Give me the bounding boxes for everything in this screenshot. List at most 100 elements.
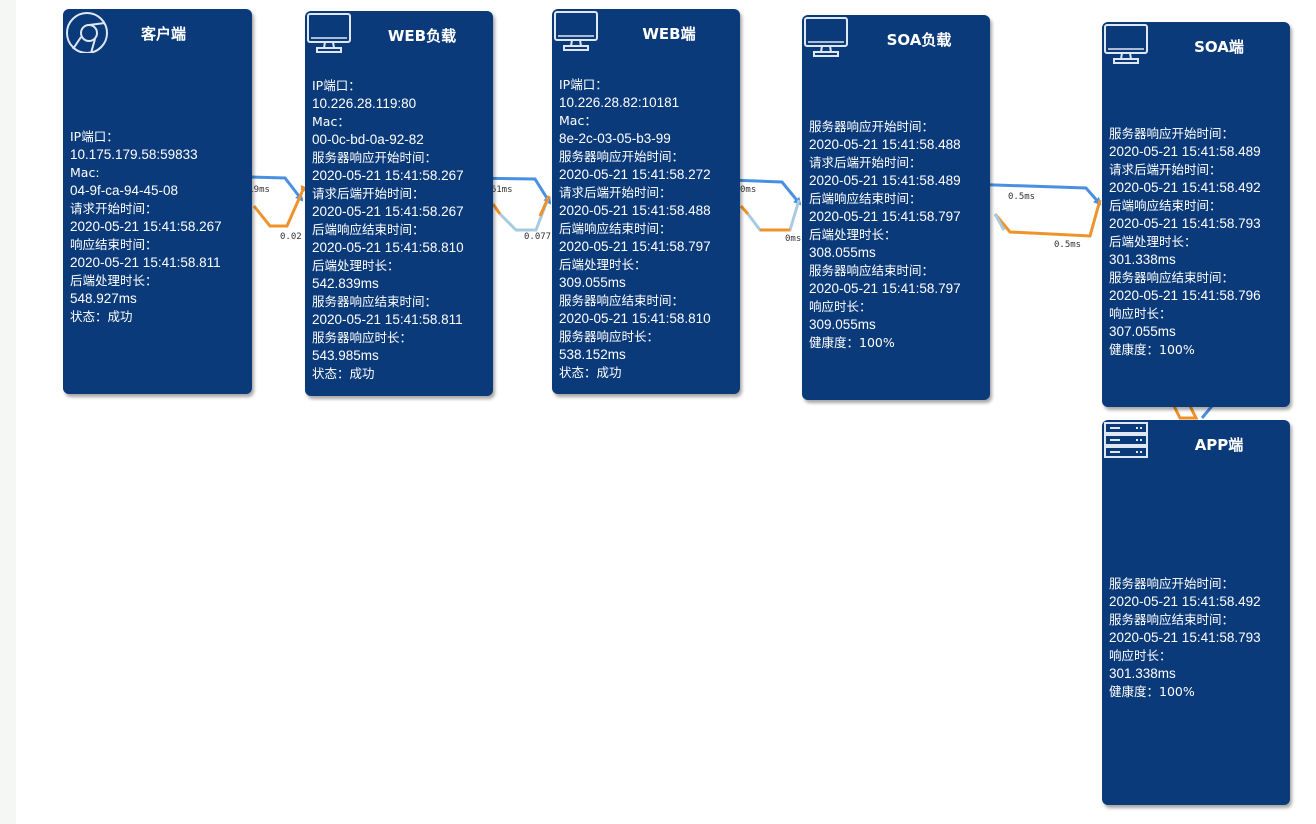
node-detail-line: 2020-05-21 15:41:58.793	[1109, 630, 1261, 645]
node-detail-line: 542.839ms	[312, 276, 379, 291]
node-detail-line: 服务器响应结束时间：	[1109, 270, 1235, 285]
node-detail-line: 请求开始时间：	[70, 201, 158, 216]
node-detail-line: 后端响应结束时间：	[559, 221, 672, 236]
node-detail-line: 309.055ms	[809, 317, 876, 332]
response-arrow-soa-soa-lb	[993, 199, 1102, 238]
node-detail-line: 301.338ms	[1109, 252, 1176, 267]
response-arrow-web-web-lb-orange	[538, 195, 551, 217]
monitor-icon	[307, 13, 351, 53]
node-detail-line: 2020-05-21 15:41:58.793	[1109, 216, 1261, 231]
node-detail-line: IP端口：	[559, 77, 608, 92]
node-detail-line: 2020-05-21 15:41:58.488	[559, 203, 711, 218]
node-detail-line: 状态：成功	[312, 366, 375, 381]
node-details-app: 服务器响应开始时间： 2020-05-21 15:41:58.492 服务器响应结束…	[1109, 575, 1286, 701]
node-detail-line: 2020-05-21 15:41:58.810	[559, 311, 711, 326]
link-label-client-web-lb-resp: 0.02	[280, 232, 302, 242]
node-detail-line: 2020-05-21 15:41:58.797	[559, 239, 711, 254]
node-detail-line: 2020-05-21 15:41:58.489	[809, 173, 961, 188]
response-arrow-soa-lb-web-tail	[739, 205, 750, 215]
server-rack-icon	[1104, 422, 1148, 458]
node-detail-line: 服务器响应结束时间：	[1109, 612, 1235, 627]
node-detail-line: IP端口：	[70, 129, 119, 144]
request-arrow-soa-lb-soa	[965, 182, 1102, 206]
node-detail-line: 服务器响应开始时间：	[1109, 576, 1235, 591]
response-arrow-soa-soa-lb-faded	[993, 213, 1006, 231]
node-detail-line: 543.985ms	[312, 348, 379, 363]
node-detail-line: 后端响应结束时间：	[1109, 198, 1222, 213]
node-detail-line: 2020-05-21 15:41:58.267	[312, 204, 464, 219]
node-detail-line: Mac:	[70, 165, 100, 180]
node-detail-line: 后端响应结束时间：	[809, 191, 922, 206]
node-detail-line: 2020-05-21 15:41:58.267	[312, 168, 464, 183]
node-title-soa-lb: SOA负载	[886, 31, 952, 49]
node-detail-line: 服务器响应时长：	[559, 329, 660, 344]
node-detail-line: 2020-05-21 15:41:58.492	[1109, 180, 1261, 195]
node-detail-line: 2020-05-21 15:41:58.267	[70, 219, 222, 234]
link-arrow-app-soa	[1200, 405, 1214, 419]
link-label-soa-lb-soa-req: 0.5ms	[1008, 192, 1035, 202]
node-detail-line: 2020-05-21 15:41:58.488	[809, 137, 961, 152]
node-detail-line: 后端处理时长：	[70, 273, 158, 288]
monitor-icon	[804, 17, 848, 57]
link-label-web-lb-web-req: 4.61ms	[480, 185, 513, 195]
response-arrow-web-web-lb-tail	[491, 203, 502, 215]
node-detail-line: 10.175.179.58:59833	[70, 147, 198, 162]
node-detail-line: 请求后端开始时间：	[1109, 162, 1222, 177]
node-detail-line: 服务器响应开始时间：	[559, 149, 685, 164]
node-detail-line: 状态：成功	[559, 365, 622, 380]
node-detail-line: 请求后端开始时间：	[809, 155, 922, 170]
node-detail-line: 309.055ms	[559, 275, 626, 290]
response-arrow-web-lb-client	[252, 184, 309, 228]
node-detail-line: 548.927ms	[70, 291, 137, 306]
node-detail-line: 2020-05-21 15:41:58.796	[1109, 288, 1261, 303]
node-detail-line: 2020-05-21 15:41:58.797	[809, 209, 961, 224]
node-detail-line: 服务器响应开始时间：	[1109, 126, 1235, 141]
node-detail-line: 2020-05-21 15:41:58.492	[1109, 594, 1261, 609]
node-detail-line: 308.055ms	[809, 245, 876, 260]
node-detail-line: 服务器响应结束时间：	[809, 263, 935, 278]
node-detail-line: 2020-05-21 15:41:58.797	[809, 281, 961, 296]
node-detail-line: 后端处理时长：	[809, 227, 897, 242]
node-detail-line: 响应结束时间：	[70, 237, 158, 252]
node-detail-line: 请求后端开始时间：	[312, 186, 425, 201]
node-detail-line: IP端口：	[312, 78, 361, 93]
link-label-web-lb-web-resp: 0.077	[524, 232, 551, 242]
node-detail-line: 538.152ms	[559, 347, 626, 362]
node-detail-line: 服务器响应结束时间：	[559, 293, 685, 308]
node-detail-line: 服务器响应时长：	[312, 330, 413, 345]
node-title-soa: SOA端	[1194, 38, 1244, 56]
node-detail-line: 响应时长：	[1109, 306, 1172, 321]
node-detail-line: 服务器响应开始时间：	[312, 150, 438, 165]
chrome-icon	[66, 12, 108, 53]
node-detail-line: 301.338ms	[1109, 666, 1176, 681]
node-title-app: APP端	[1194, 436, 1244, 454]
link-arrow-soa-app	[1172, 405, 1199, 420]
node-detail-line: 04-9f-ca-94-45-08	[70, 183, 179, 198]
node-detail-line: 2020-05-21 15:41:58.272	[559, 167, 711, 182]
node-detail-line: 2020-05-21 15:41:58.811	[312, 312, 463, 327]
monitor-icon	[1104, 24, 1148, 64]
node-detail-line: 后端响应结束时间：	[312, 222, 425, 237]
node-detail-line: 后端处理时长：	[559, 257, 647, 272]
response-arrow-soa-lb-web	[746, 199, 801, 232]
node-detail-line: Mac：	[312, 114, 350, 129]
node-detail-line: 2020-05-21 15:41:58.810	[312, 240, 464, 255]
node-detail-line: 服务器响应结束时间：	[312, 294, 438, 309]
node-detail-line: 10.226.28.82:10181	[559, 95, 680, 110]
node-detail-line: 后端处理时长：	[312, 258, 400, 273]
link-label-soa-lb-soa-resp: 0.5ms	[1054, 240, 1081, 250]
node-title-client: 客户端	[141, 25, 187, 43]
node-detail-line: 后端处理时长：	[1109, 234, 1197, 249]
node-detail-line: 2020-05-21 15:41:58.811	[70, 255, 221, 270]
link-label-web-soa-lb-req: 0ms	[740, 185, 756, 195]
